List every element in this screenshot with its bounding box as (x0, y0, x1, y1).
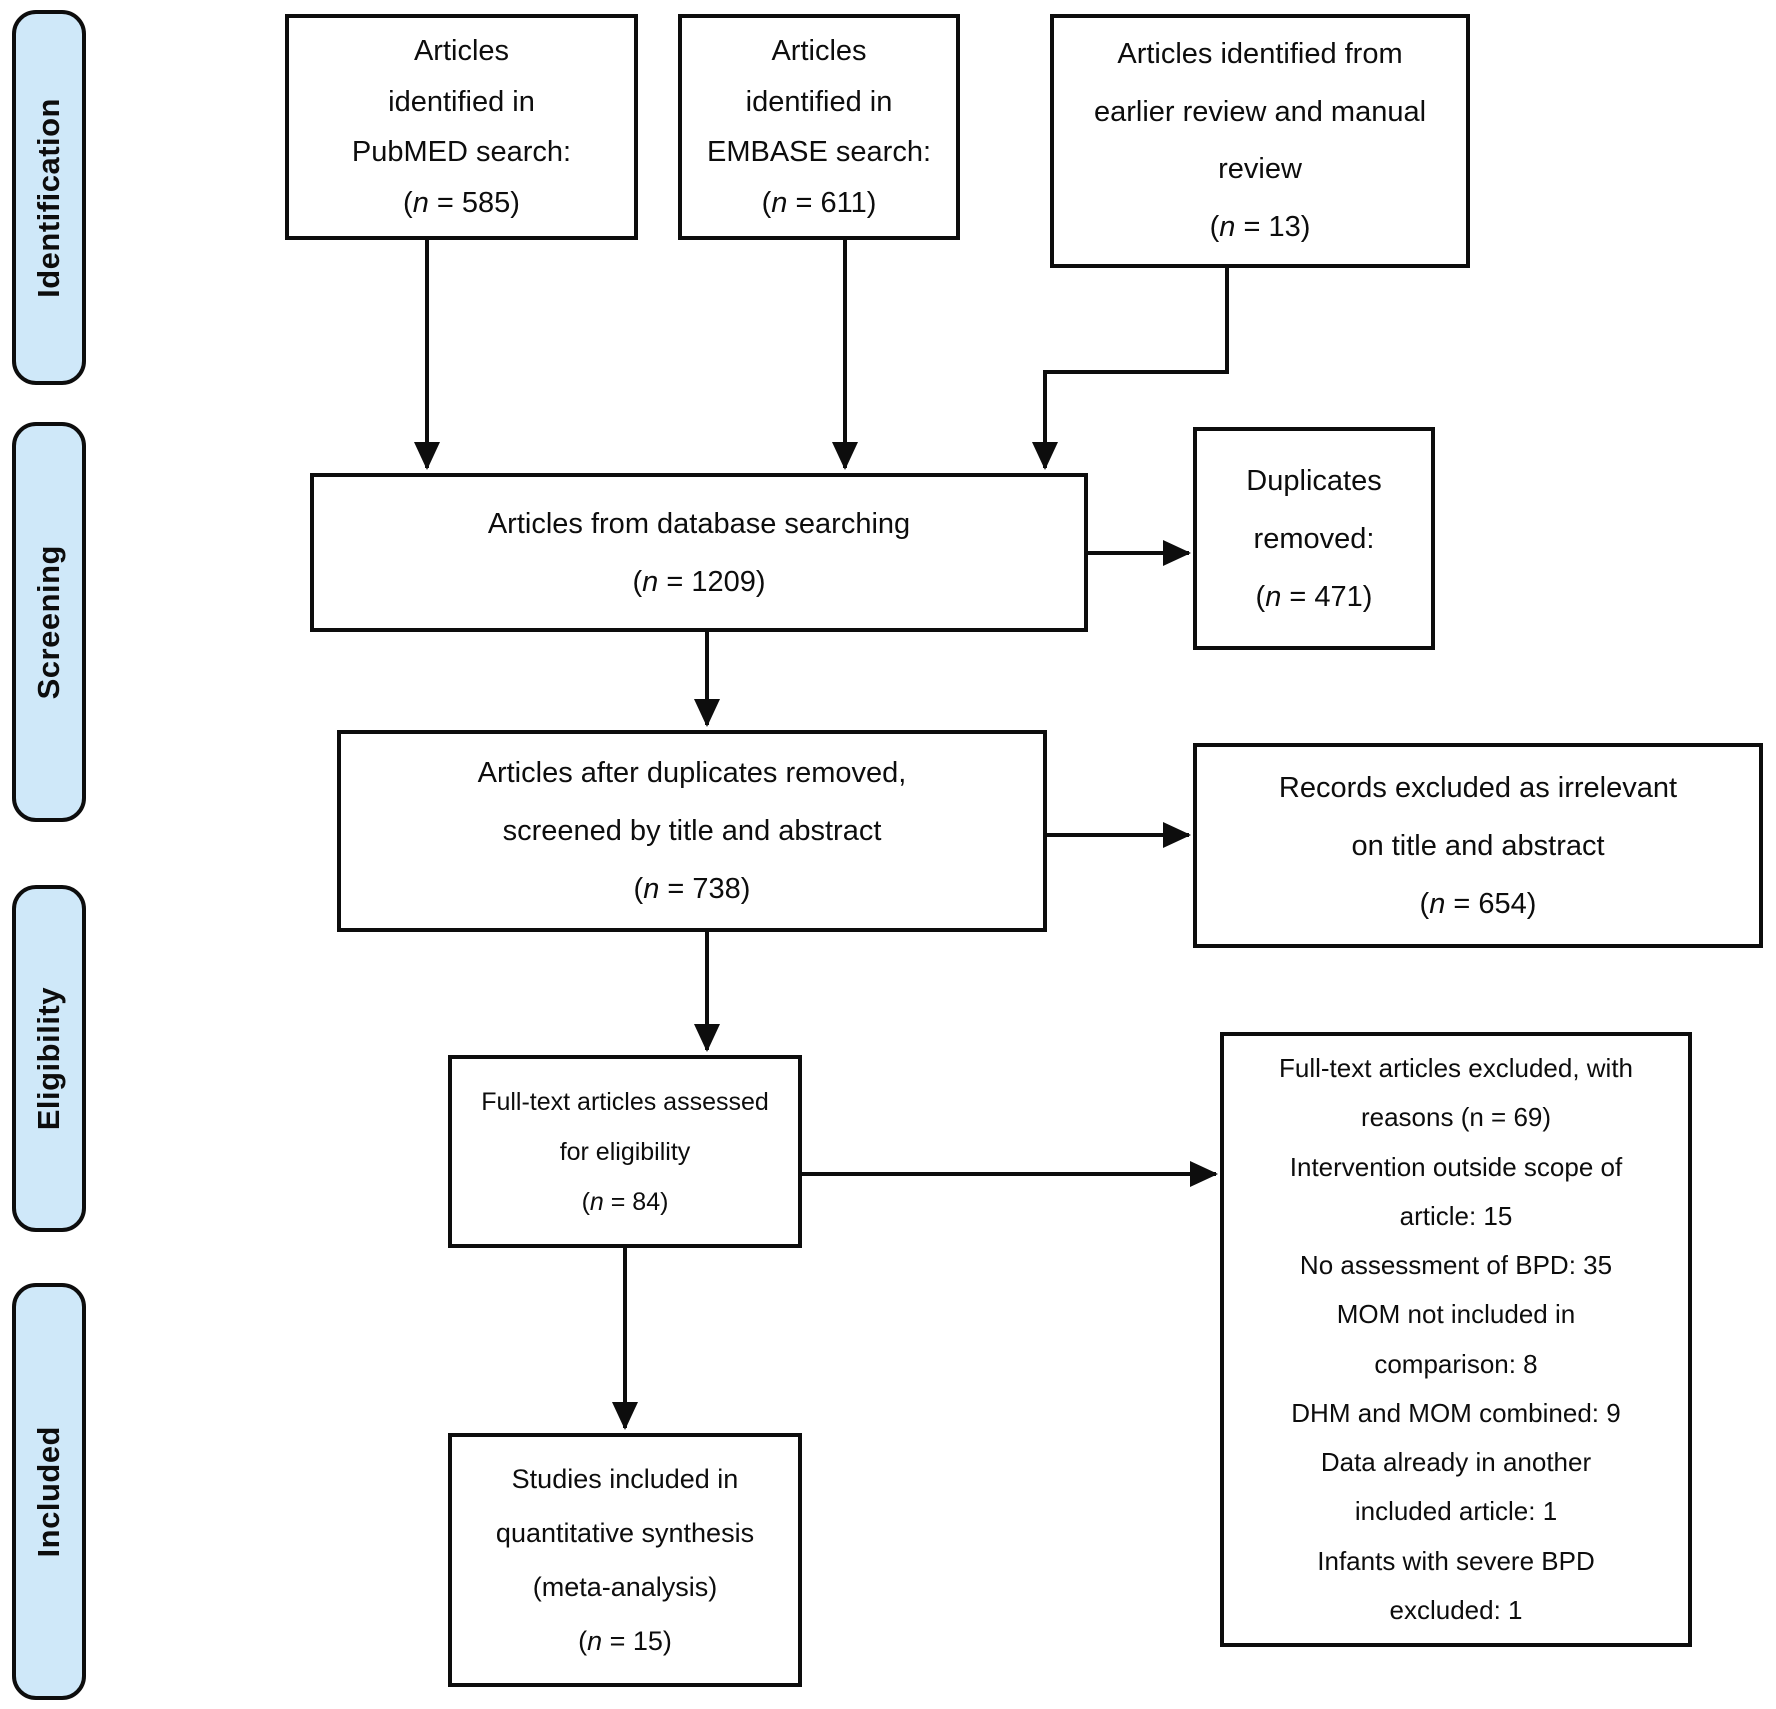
box-full-text-excluded-reasons-line: article: 15 (1399, 1200, 1513, 1231)
stage-label-text: Included (31, 1425, 66, 1558)
box-full-text-excluded-reasons-line: included article: 1 (1354, 1496, 1558, 1527)
box-database-searching: Articles from database searching (n = 120… (310, 473, 1088, 632)
box-full-text-excluded-reasons-line: MOM not included in (1336, 1299, 1576, 1330)
box-full-text-excluded-reasons-line: Data already in another (1320, 1447, 1592, 1477)
box-manual-review-line: earlier review and manual (1093, 95, 1427, 128)
box-screened-title-abstract-line: Articles after duplicates removed, (477, 757, 907, 789)
box-included-studies-line: Studies included in (511, 1464, 739, 1494)
stage-label-text: Screening (31, 544, 66, 700)
box-records-excluded-line: (n = 654) (1419, 887, 1537, 920)
box-duplicates-removed-line: removed: (1253, 522, 1375, 555)
box-records-excluded-line: Records excluded as irrelevant (1278, 771, 1678, 804)
box-pubmed-line: Articles (413, 35, 510, 67)
stage-label-text: Identification (31, 97, 66, 298)
box-full-text-excluded-reasons-line: Infants with severe BPD (1317, 1545, 1595, 1576)
box-included-studies: Studies included in quantitative synthesi… (448, 1433, 802, 1687)
box-full-text-excluded-reasons: Full-text articles excluded, with reasons… (1220, 1032, 1692, 1647)
box-manual-review: Articles identified from earlier review a… (1050, 14, 1470, 268)
box-duplicates-removed-line: (n = 471) (1255, 580, 1373, 613)
box-screened-title-abstract-line: (n = 738) (633, 873, 751, 905)
box-full-text-assessed-line: (n = 84) (581, 1187, 669, 1216)
box-full-text-excluded-reasons-line: Intervention outside scope of (1289, 1151, 1623, 1182)
box-pubmed: Articles identified in PubMED search: (n = … (285, 14, 638, 240)
box-screened-title-abstract: Articles after duplicates removed, screen… (337, 730, 1047, 932)
box-full-text-assessed-line: Full-text articles assessed (481, 1087, 769, 1116)
box-database-searching-line: (n = 1209) (632, 565, 766, 598)
stage-label-identification: Identification (12, 10, 86, 385)
box-embase-line: Articles (771, 35, 867, 67)
box-included-studies-line: (meta-analysis) (532, 1572, 718, 1602)
stage-label-text: Eligibility (31, 986, 66, 1131)
box-full-text-assessed-line: for eligibility (559, 1137, 691, 1166)
box-screened-title-abstract-line: screened by title and abstract (502, 815, 882, 847)
box-embase: Articles identified in EMBASE search: (n = … (678, 14, 960, 240)
box-included-studies-line: (n = 15) (578, 1626, 672, 1656)
box-records-excluded-line: on title and abstract (1351, 829, 1605, 862)
box-full-text-excluded-reasons-line: reasons (n = 69) (1360, 1102, 1552, 1133)
box-full-text-excluded-reasons-line: No assessment of BPD: 35 (1299, 1250, 1613, 1280)
box-manual-review-line: Articles identified from (1117, 38, 1403, 70)
box-manual-review-line: (n = 13) (1209, 210, 1311, 243)
box-database-searching-line: Articles from database searching (487, 507, 911, 540)
stage-label-included: Included (12, 1283, 86, 1700)
stage-label-screening: Screening (12, 422, 86, 822)
box-pubmed-line: PubMED search: (351, 136, 572, 168)
box-records-excluded: Records excluded as irrelevant on title a… (1193, 743, 1763, 948)
box-manual-review-line: review (1218, 153, 1302, 185)
box-full-text-assessed: Full-text articles assessed for eligibili… (448, 1055, 802, 1248)
box-duplicates-removed: Duplicates removed: (n = 471) (1193, 427, 1435, 650)
box-pubmed-line: identified in (388, 85, 535, 118)
box-embase-line: identified in (745, 85, 893, 118)
box-embase-line: (n = 611) (761, 186, 877, 219)
box-embase-line: EMBASE search: (706, 136, 932, 168)
box-full-text-excluded-reasons-line: excluded: 1 (1389, 1594, 1523, 1625)
box-full-text-excluded-reasons-line: Full-text articles excluded, with (1278, 1053, 1634, 1083)
box-full-text-excluded-reasons-line: DHM and MOM combined: 9 (1291, 1397, 1621, 1428)
box-pubmed-line: (n = 585) (403, 186, 520, 219)
box-full-text-excluded-reasons-line: comparison: 8 (1374, 1348, 1538, 1379)
box-duplicates-removed-line: Duplicates (1246, 464, 1382, 497)
stage-label-eligibility: Eligibility (12, 885, 86, 1232)
box-included-studies-line: quantitative synthesis (495, 1518, 755, 1548)
